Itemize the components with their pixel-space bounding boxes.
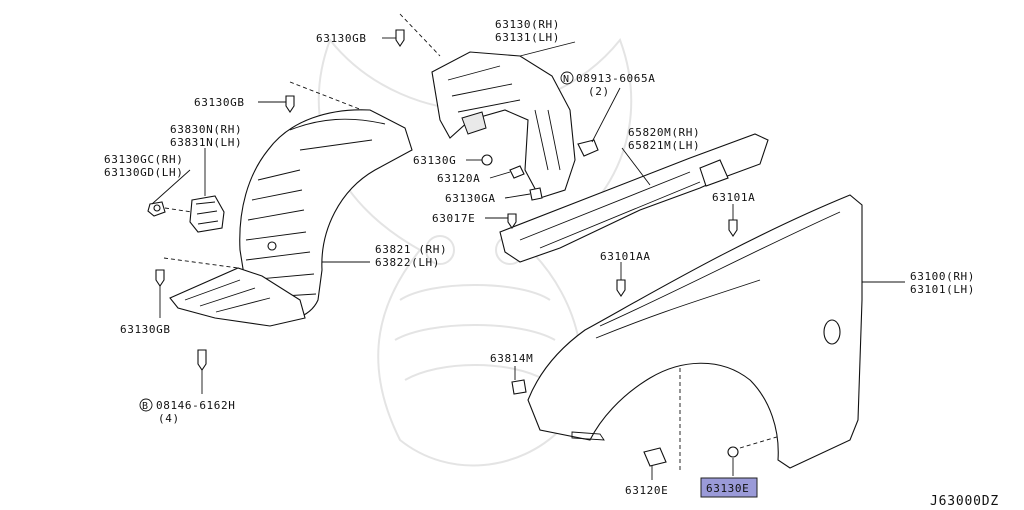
part-labels: 63130GB 63130(RH) 63131(LH) N 08913-6065… [104, 18, 999, 509]
part-63100-fender[interactable] [527, 194, 863, 469]
label-63130e[interactable]: 63130E [706, 482, 749, 495]
part-63120a-bolt[interactable] [509, 165, 525, 179]
part-63814m-clip[interactable] [511, 379, 527, 395]
label-63101-lh[interactable]: 63101(LH) [910, 283, 975, 296]
part-63130gb-low-clip[interactable] [155, 269, 165, 287]
part-63130gb-mid-clip[interactable] [285, 95, 295, 113]
leader-lines [151, 13, 905, 480]
label-63821-rh[interactable]: 63821 (RH) [375, 243, 447, 256]
label-08146-qty: (4) [158, 412, 180, 425]
label-63120a[interactable]: 63120A [437, 172, 480, 185]
part-63101aa-clip[interactable] [616, 279, 626, 297]
part-63821-inner-liner[interactable] [239, 109, 413, 323]
part-63101a-clip[interactable] [728, 219, 738, 237]
label-63831n-lh[interactable]: 63831N(LH) [170, 136, 242, 149]
label-08913-6065a[interactable]: 08913-6065A [576, 72, 655, 85]
label-63830n-rh[interactable]: 63830N(RH) [170, 123, 242, 136]
part-lower-splash-shield[interactable] [169, 267, 306, 327]
n-symbol-letter: N [563, 74, 570, 85]
b-symbol-icon [139, 398, 153, 412]
label-63130ga[interactable]: 63130GA [445, 192, 496, 205]
highlight-63130e[interactable] [700, 477, 758, 498]
label-63101aa[interactable]: 63101AA [600, 250, 651, 263]
label-63130gb-top[interactable]: 63130GB [316, 32, 367, 45]
label-63120e[interactable]: 63120E [625, 484, 668, 497]
label-63814m[interactable]: 63814M [490, 352, 533, 365]
label-63130g[interactable]: 63130G [413, 154, 456, 167]
diagram-code: J63000DZ [930, 494, 999, 509]
label-63101a[interactable]: 63101A [712, 191, 755, 204]
label-08146-6162h[interactable]: 08146-6162H [156, 399, 235, 412]
part-63120e-nut[interactable] [643, 447, 667, 467]
label-65821m-lh[interactable]: 65821M(LH) [628, 139, 700, 152]
part-08146-bolt[interactable] [197, 349, 207, 371]
label-63130gb-low[interactable]: 63130GB [120, 323, 171, 336]
part-63017e-clip[interactable] [507, 213, 517, 229]
part-63830n-bracket[interactable] [189, 195, 225, 233]
label-63100-rh[interactable]: 63100(RH) [910, 270, 975, 283]
label-08913-qty: (2) [588, 85, 610, 98]
b-symbol-letter: B [142, 401, 149, 412]
part-65820m-strip[interactable] [499, 133, 769, 263]
label-63130gd-lh[interactable]: 63130GD(LH) [104, 166, 183, 179]
n-symbol-icon [560, 71, 574, 85]
label-63130-rh[interactable]: 63130(RH) [495, 18, 560, 31]
part-63130gb-top-clip[interactable] [395, 29, 405, 47]
part-08913-clip[interactable] [577, 139, 599, 157]
part-63130g-clip[interactable] [481, 154, 493, 166]
label-63017e[interactable]: 63017E [432, 212, 475, 225]
part-63130gc-clip[interactable] [147, 201, 166, 217]
label-63131-lh[interactable]: 63131(LH) [495, 31, 560, 44]
label-63130gc-rh[interactable]: 63130GC(RH) [104, 153, 183, 166]
part-63130ga-clip[interactable] [529, 187, 543, 201]
label-65820m-rh[interactable]: 65820M(RH) [628, 126, 700, 139]
label-63822-lh[interactable]: 63822(LH) [375, 256, 440, 269]
label-63130gb-mid[interactable]: 63130GB [194, 96, 245, 109]
part-63130e-clip[interactable] [727, 446, 739, 458]
